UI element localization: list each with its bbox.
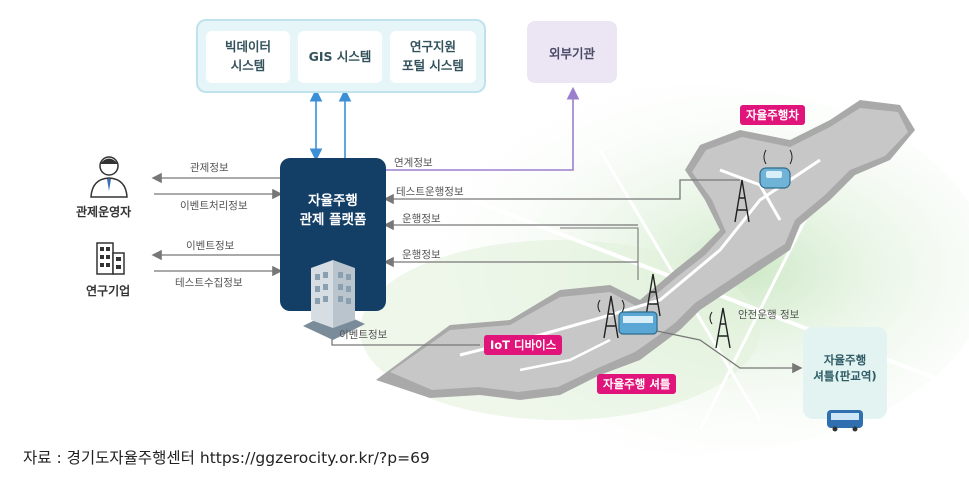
label-test-collection: 테스트수집정보 bbox=[175, 277, 243, 289]
operator-label: 관제운영자 bbox=[76, 205, 132, 219]
label-control-info: 관제정보 bbox=[190, 162, 229, 174]
operator-person-icon bbox=[90, 156, 128, 198]
control-platform: 자율주행 관제 플랫폼 bbox=[280, 158, 386, 341]
research-portal-box: 연구지원 포털 시스템 bbox=[390, 31, 476, 83]
label-test-run: 테스트운행정보 bbox=[396, 186, 464, 198]
gis-system-box: GIS 시스템 bbox=[298, 31, 382, 83]
tag-autonomous-shuttle: 자율주행 셔틀 bbox=[597, 374, 677, 394]
label-event-info-left: 이벤트정보 bbox=[186, 240, 235, 252]
source-caption: 자료 : 경기도자율주행센터 https://ggzerocity.or.kr/… bbox=[23, 449, 430, 467]
label-safety-info: 안전운행 정보 bbox=[738, 309, 800, 321]
label-event-info-bottom: 이벤트정보 bbox=[339, 329, 388, 341]
platform-title: 자율주행 관제 플랫폼 bbox=[299, 192, 367, 229]
tag-autonomous-car: 자율주행차 bbox=[740, 105, 805, 125]
systems-group: 빅데이터 시스템 GIS 시스템 연구지원 포털 시스템 bbox=[196, 19, 486, 93]
autonomous-car-icon bbox=[759, 167, 791, 189]
building-icon bbox=[303, 260, 365, 341]
label-run-info-1: 운행정보 bbox=[402, 213, 441, 225]
label-event-processing: 이벤트처리정보 bbox=[180, 200, 248, 212]
label-run-info-2: 운행정보 bbox=[402, 249, 441, 261]
pangyo-shuttle-box: 자율주행 셔틀(판교역) bbox=[803, 327, 887, 432]
company-building-icon bbox=[96, 242, 125, 275]
pangyo-shuttle-label: 자율주행 셔틀(판교역) bbox=[813, 352, 877, 384]
external-agency-box: 외부기관 bbox=[527, 21, 617, 83]
company-label: 연구기업 bbox=[86, 284, 131, 298]
label-link-info: 연계정보 bbox=[394, 157, 433, 169]
bigdata-system-box: 빅데이터 시스템 bbox=[206, 31, 290, 83]
tag-iot-device: IoT 디바이스 bbox=[484, 335, 563, 355]
cell-tower-icon bbox=[603, 179, 750, 349]
shuttle-bus-icon bbox=[618, 311, 658, 335]
bus-icon bbox=[827, 409, 863, 432]
